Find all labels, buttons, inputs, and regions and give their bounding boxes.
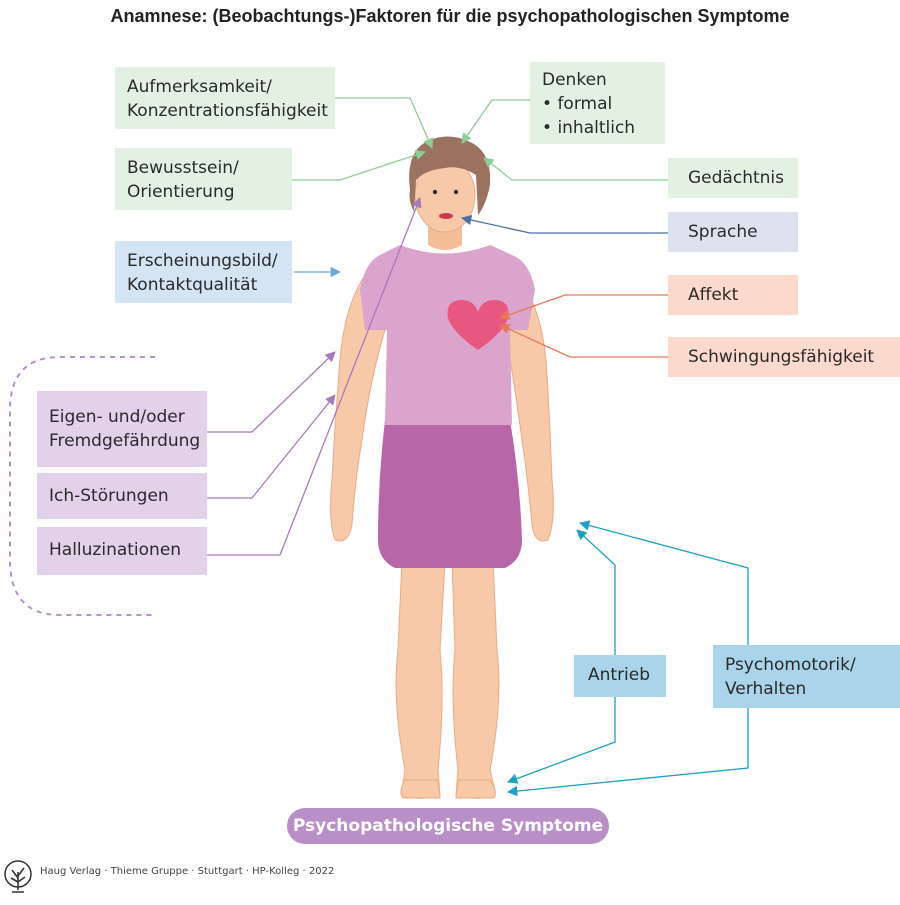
arrow-antrieb-down [507,697,616,784]
shirt [360,245,535,425]
arrow-sprache [460,214,668,234]
arrow-antrieb-up [576,529,616,655]
box-halluzinationen-label: Halluzinationen [49,540,182,560]
box-gefaehrdung: Eigen- und/oder Fremdgefährdung [37,391,207,467]
left-leg [395,559,446,799]
box-antrieb: Antrieb [574,655,666,697]
box-sprache: Sprache [668,212,798,252]
dashed-bracket [9,356,155,616]
heart-icon [447,300,509,350]
box-gedaechtnis: Gedächtnis [668,158,798,198]
box-denken: Denken formal inhaltlich [530,62,665,144]
box-aufmerksamkeit-line-2: Konzentrationsfähigkeit [127,101,328,121]
box-antrieb-label: Antrieb [588,665,651,685]
right-eye [453,189,459,195]
arrow-halluzinationen [207,197,422,556]
arrow-gedaechtnis [483,157,668,181]
left-eye [432,189,438,195]
left-arm [330,266,386,542]
right-foot [455,779,496,799]
box-erscheinungsbild-line-1: Erscheinungsbild/ [127,251,278,271]
box-gedaechtnis-label: Gedächtnis [688,168,784,188]
publisher-tree-logo-icon [4,860,32,893]
box-affekt: Affekt [668,275,798,315]
arrow-psychomotorik-down [506,708,749,797]
box-erscheinungsbild: Erscheinungsbild/ Kontaktqualität [115,241,292,303]
left-foot [400,779,441,799]
skirt [378,420,522,568]
box-schwingungsfaehigkeit: Schwingungsfähigkeit [668,337,900,377]
box-halluzinationen: Halluzinationen [37,527,207,575]
woman-figure [330,136,554,799]
box-bewusstsein-line-2: Orientierung [127,182,235,202]
box-ich-stoerungen-label: Ich-Störungen [49,486,169,506]
box-bewusstsein-line-1: Bewusstsein/ [127,158,239,178]
box-psychomotorik-line-1: Psychomotorik/ [725,655,856,675]
box-bewusstsein: Bewusstsein/ Orientierung [115,148,292,210]
box-psychomotorik: Psychomotorik/ Verhalten [713,645,900,708]
box-denken-item-formal: formal [542,92,653,116]
box-ich-stoerungen: Ich-Störungen [37,473,207,519]
right-leg [451,559,500,799]
mouth [439,213,453,219]
box-psychomotorik-line-2: Verhalten [725,679,807,699]
arrow-ich-stoerungen [207,394,336,499]
arrow-affekt [499,294,668,320]
arrow-bewusstsein [292,149,426,181]
box-erscheinungsbild-line-2: Kontaktqualität [127,275,258,295]
arrow-schwingung [499,324,668,358]
box-schwingungsfaehigkeit-label: Schwingungsfähigkeit [688,347,875,367]
box-sprache-label: Sprache [688,222,758,242]
box-affekt-label: Affekt [688,285,739,305]
box-aufmerksamkeit-line-1: Aufmerksamkeit/ [127,77,272,97]
footer-credit: Haug Verlag · Thieme Gruppe · Stuttgart … [40,866,335,877]
box-gefaehrdung-line-1: Eigen- und/oder [49,407,185,427]
box-denken-title: Denken [542,70,607,90]
arrow-denken [461,99,530,144]
hair [409,136,491,215]
arrow-psychomotorik-up [578,520,749,645]
diagram-title: Anamnese: (Beobachtungs-)Faktoren für di… [110,6,790,26]
arrow-gefaehrdung [207,351,336,433]
bottom-label-pill: Psychopathologische Symptome [287,808,609,844]
box-aufmerksamkeit: Aufmerksamkeit/ Konzentrationsfähigkeit [115,67,335,129]
right-arm [504,266,554,542]
box-gefaehrdung-line-2: Fremdgefährdung [49,431,201,451]
box-denken-item-inhaltlich: inhaltlich [542,116,653,140]
arrow-aufmerksamkeit [335,97,433,149]
